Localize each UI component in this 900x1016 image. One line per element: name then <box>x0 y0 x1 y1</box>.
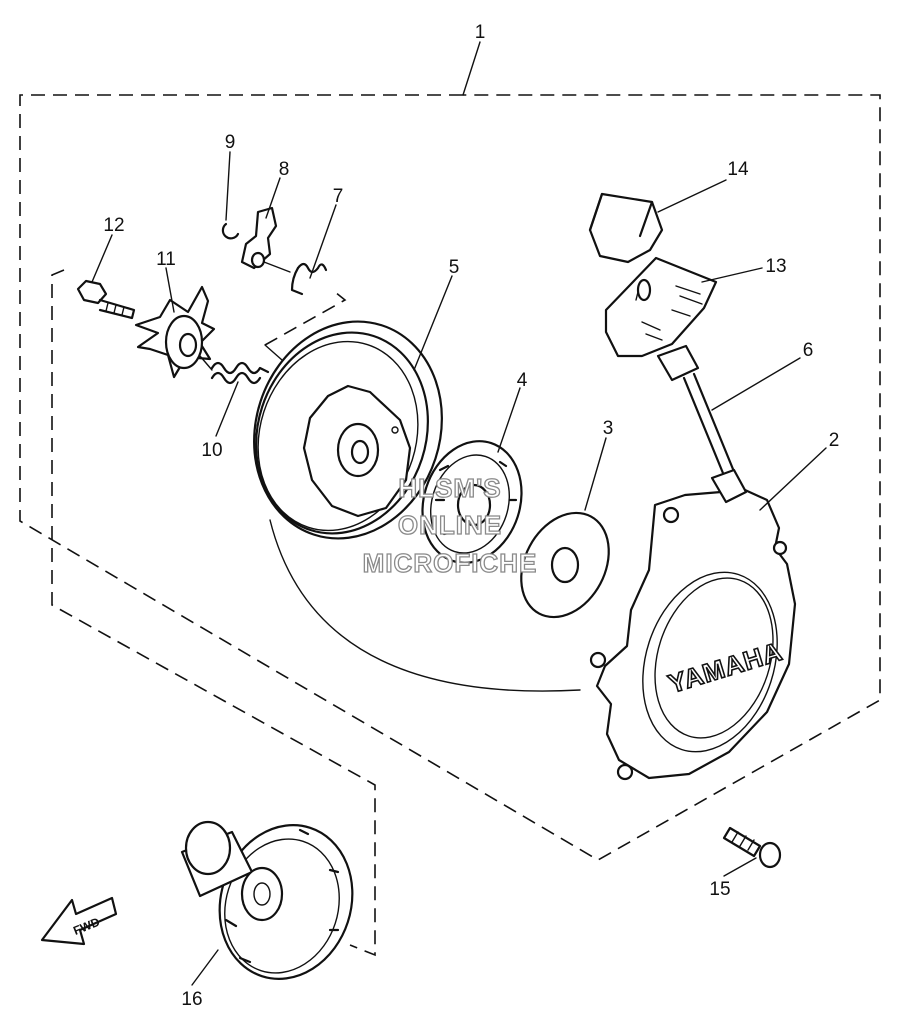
forward-direction-arrow: FWD <box>40 896 118 946</box>
callout-8: 8 <box>279 159 290 180</box>
callout-4: 4 <box>517 370 528 391</box>
starter-rope <box>269 519 581 692</box>
callout-16: 16 <box>181 989 202 1010</box>
cover-2: YAMAHA <box>589 488 797 781</box>
callout-1: 1 <box>475 22 486 43</box>
watermark-line-1: HLSM'S <box>398 473 501 503</box>
watermark: HLSM'S ONLINE MICROFICHE <box>362 472 538 578</box>
pawl-8 <box>240 206 291 273</box>
callout-10: 10 <box>201 440 222 461</box>
handle-13 <box>604 256 718 358</box>
pulley-5 <box>253 320 443 540</box>
callout-2: 2 <box>829 430 840 451</box>
rope-6 <box>656 344 748 504</box>
pawl-group-boundary <box>264 291 347 346</box>
callout-3: 3 <box>603 418 614 439</box>
callout-6: 6 <box>803 340 814 361</box>
callout-13: 13 <box>765 256 786 277</box>
callout-7: 7 <box>333 186 344 207</box>
friction-plate-11 <box>134 285 216 379</box>
clip-9 <box>221 222 240 240</box>
callout-15: 15 <box>709 879 730 900</box>
starter-pulley-boundary <box>51 269 376 957</box>
pawl-spring-7 <box>290 262 328 296</box>
callout-labels: 1 2 3 4 5 6 7 8 9 10 11 12 13 14 15 16 <box>103 22 839 1010</box>
callout-11: 11 <box>156 249 176 270</box>
drive-plate-4 <box>421 440 523 564</box>
spring-10 <box>199 355 270 385</box>
pawl-group-leader <box>264 344 283 361</box>
grip-14 <box>588 192 664 264</box>
washer-3 <box>520 511 610 619</box>
leader-lines <box>91 41 827 986</box>
callout-14: 14 <box>727 159 749 180</box>
watermark-line-2: ONLINE <box>398 510 502 540</box>
callout-5: 5 <box>449 257 460 278</box>
bolt-12 <box>76 279 136 320</box>
assembly-boundary <box>19 94 881 861</box>
callout-9: 9 <box>225 132 236 153</box>
callout-12: 12 <box>103 215 124 236</box>
watermark-line-3: MICROFICHE <box>363 548 538 578</box>
screw-15 <box>722 826 782 869</box>
starter-pulley-16 <box>180 820 354 980</box>
